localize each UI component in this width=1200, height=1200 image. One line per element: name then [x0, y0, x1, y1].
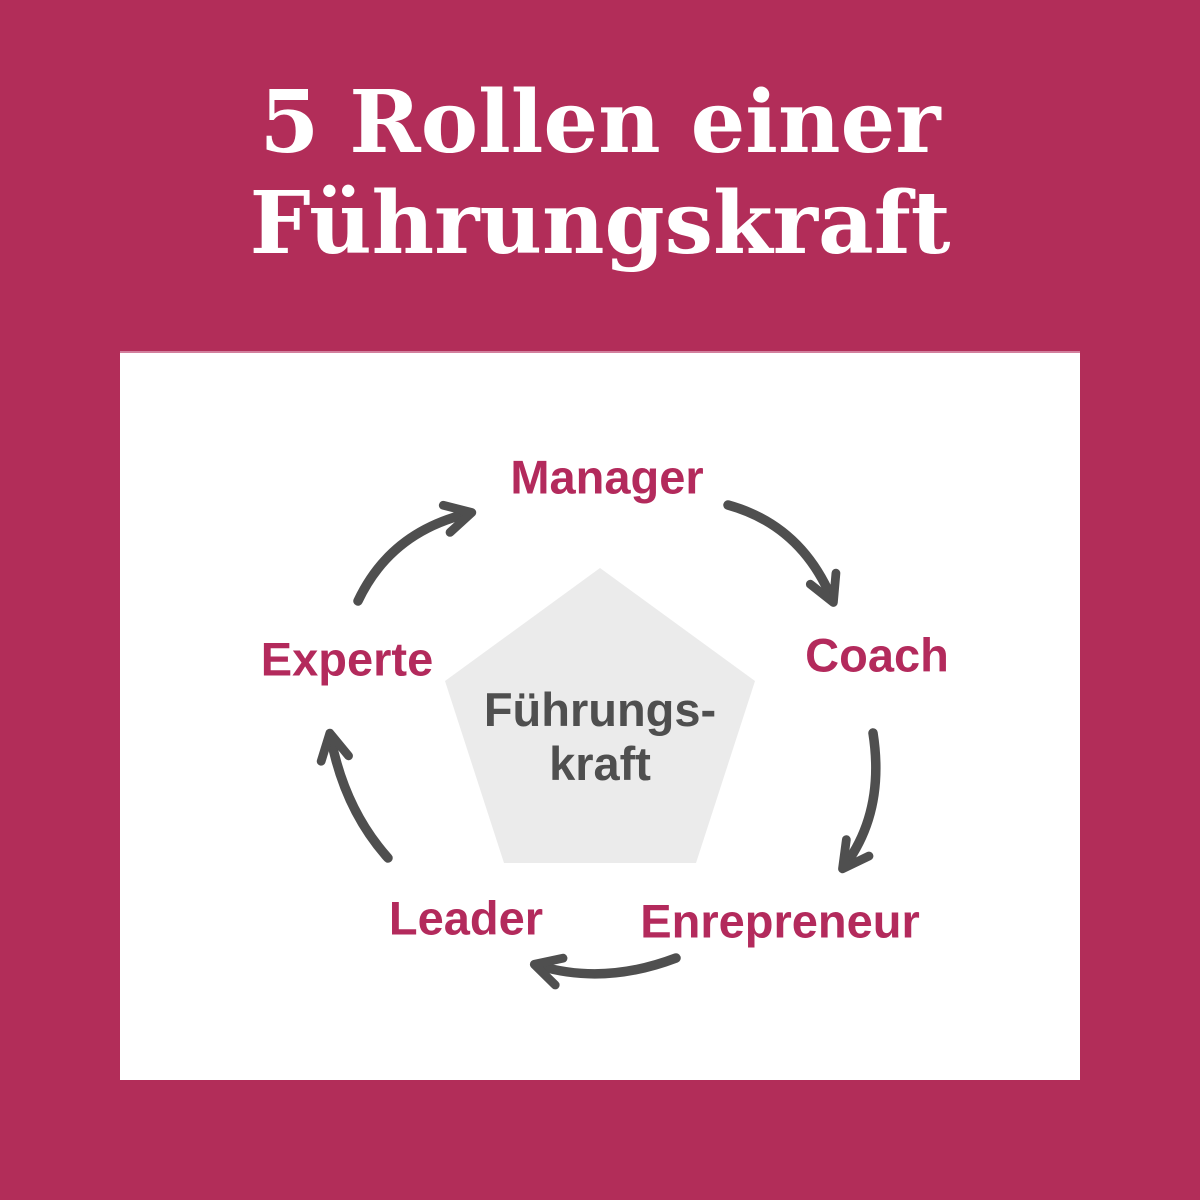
- cycle-arrow-entrepreneur-to-leader: [529, 953, 681, 990]
- pentagon-center-line1: Führungs-: [483, 683, 717, 736]
- cycle-arrow-experte-to-manager: [353, 500, 477, 606]
- page-title-line2: Führungskraft: [249, 173, 951, 274]
- pentagon-center-line2: kraft: [549, 737, 651, 790]
- role-label-entrepreneur: Enrepreneur: [640, 894, 920, 948]
- role-label-leader: Leader: [388, 891, 544, 945]
- pentagon-center-label: Führungs- kraft: [484, 683, 716, 791]
- role-label-manager: Manager: [510, 450, 704, 504]
- cycle-arrow-leader-to-experte: [316, 728, 393, 863]
- cycle-arrow-manager-to-coach: [723, 500, 841, 607]
- role-label-coach: Coach: [805, 628, 949, 682]
- page-title: 5 Rollen einer Führungskraft: [0, 72, 1200, 274]
- role-label-experte: Experte: [260, 632, 434, 686]
- pentagon-shape: [445, 568, 755, 863]
- page-title-line1: 5 Rollen einer: [259, 72, 941, 173]
- cycle-arrow-coach-to-entrepreneur: [838, 728, 881, 874]
